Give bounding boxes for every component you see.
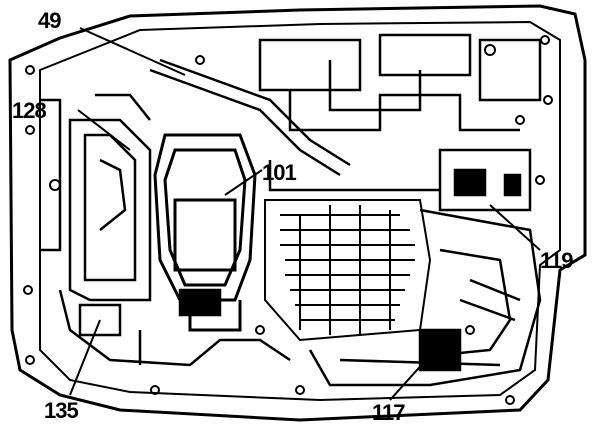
callout-101: 101 bbox=[262, 160, 296, 185]
leader-lines bbox=[69, 27, 541, 401]
leader-101 bbox=[224, 169, 263, 196]
callout-135: 135 bbox=[44, 398, 78, 423]
callout-117: 117 bbox=[372, 400, 405, 425]
leader-117 bbox=[389, 349, 436, 401]
lower-right-section bbox=[308, 208, 542, 387]
housing-outline bbox=[8, 4, 587, 422]
bolt-holes bbox=[23, 35, 553, 405]
leader-119 bbox=[489, 204, 541, 251]
lower-channel-grid bbox=[264, 199, 432, 342]
callout-119: 119 bbox=[540, 248, 573, 273]
housing-inner-outline bbox=[39, 20, 561, 402]
callout-49: 49 bbox=[38, 8, 61, 33]
leader-49 bbox=[79, 27, 186, 76]
lower-left-section bbox=[58, 288, 291, 367]
callout-128: 128 bbox=[12, 98, 46, 123]
leader-128 bbox=[77, 109, 131, 151]
left-channels bbox=[40, 93, 152, 302]
leader-135 bbox=[69, 319, 101, 396]
upper-channels bbox=[258, 33, 542, 212]
